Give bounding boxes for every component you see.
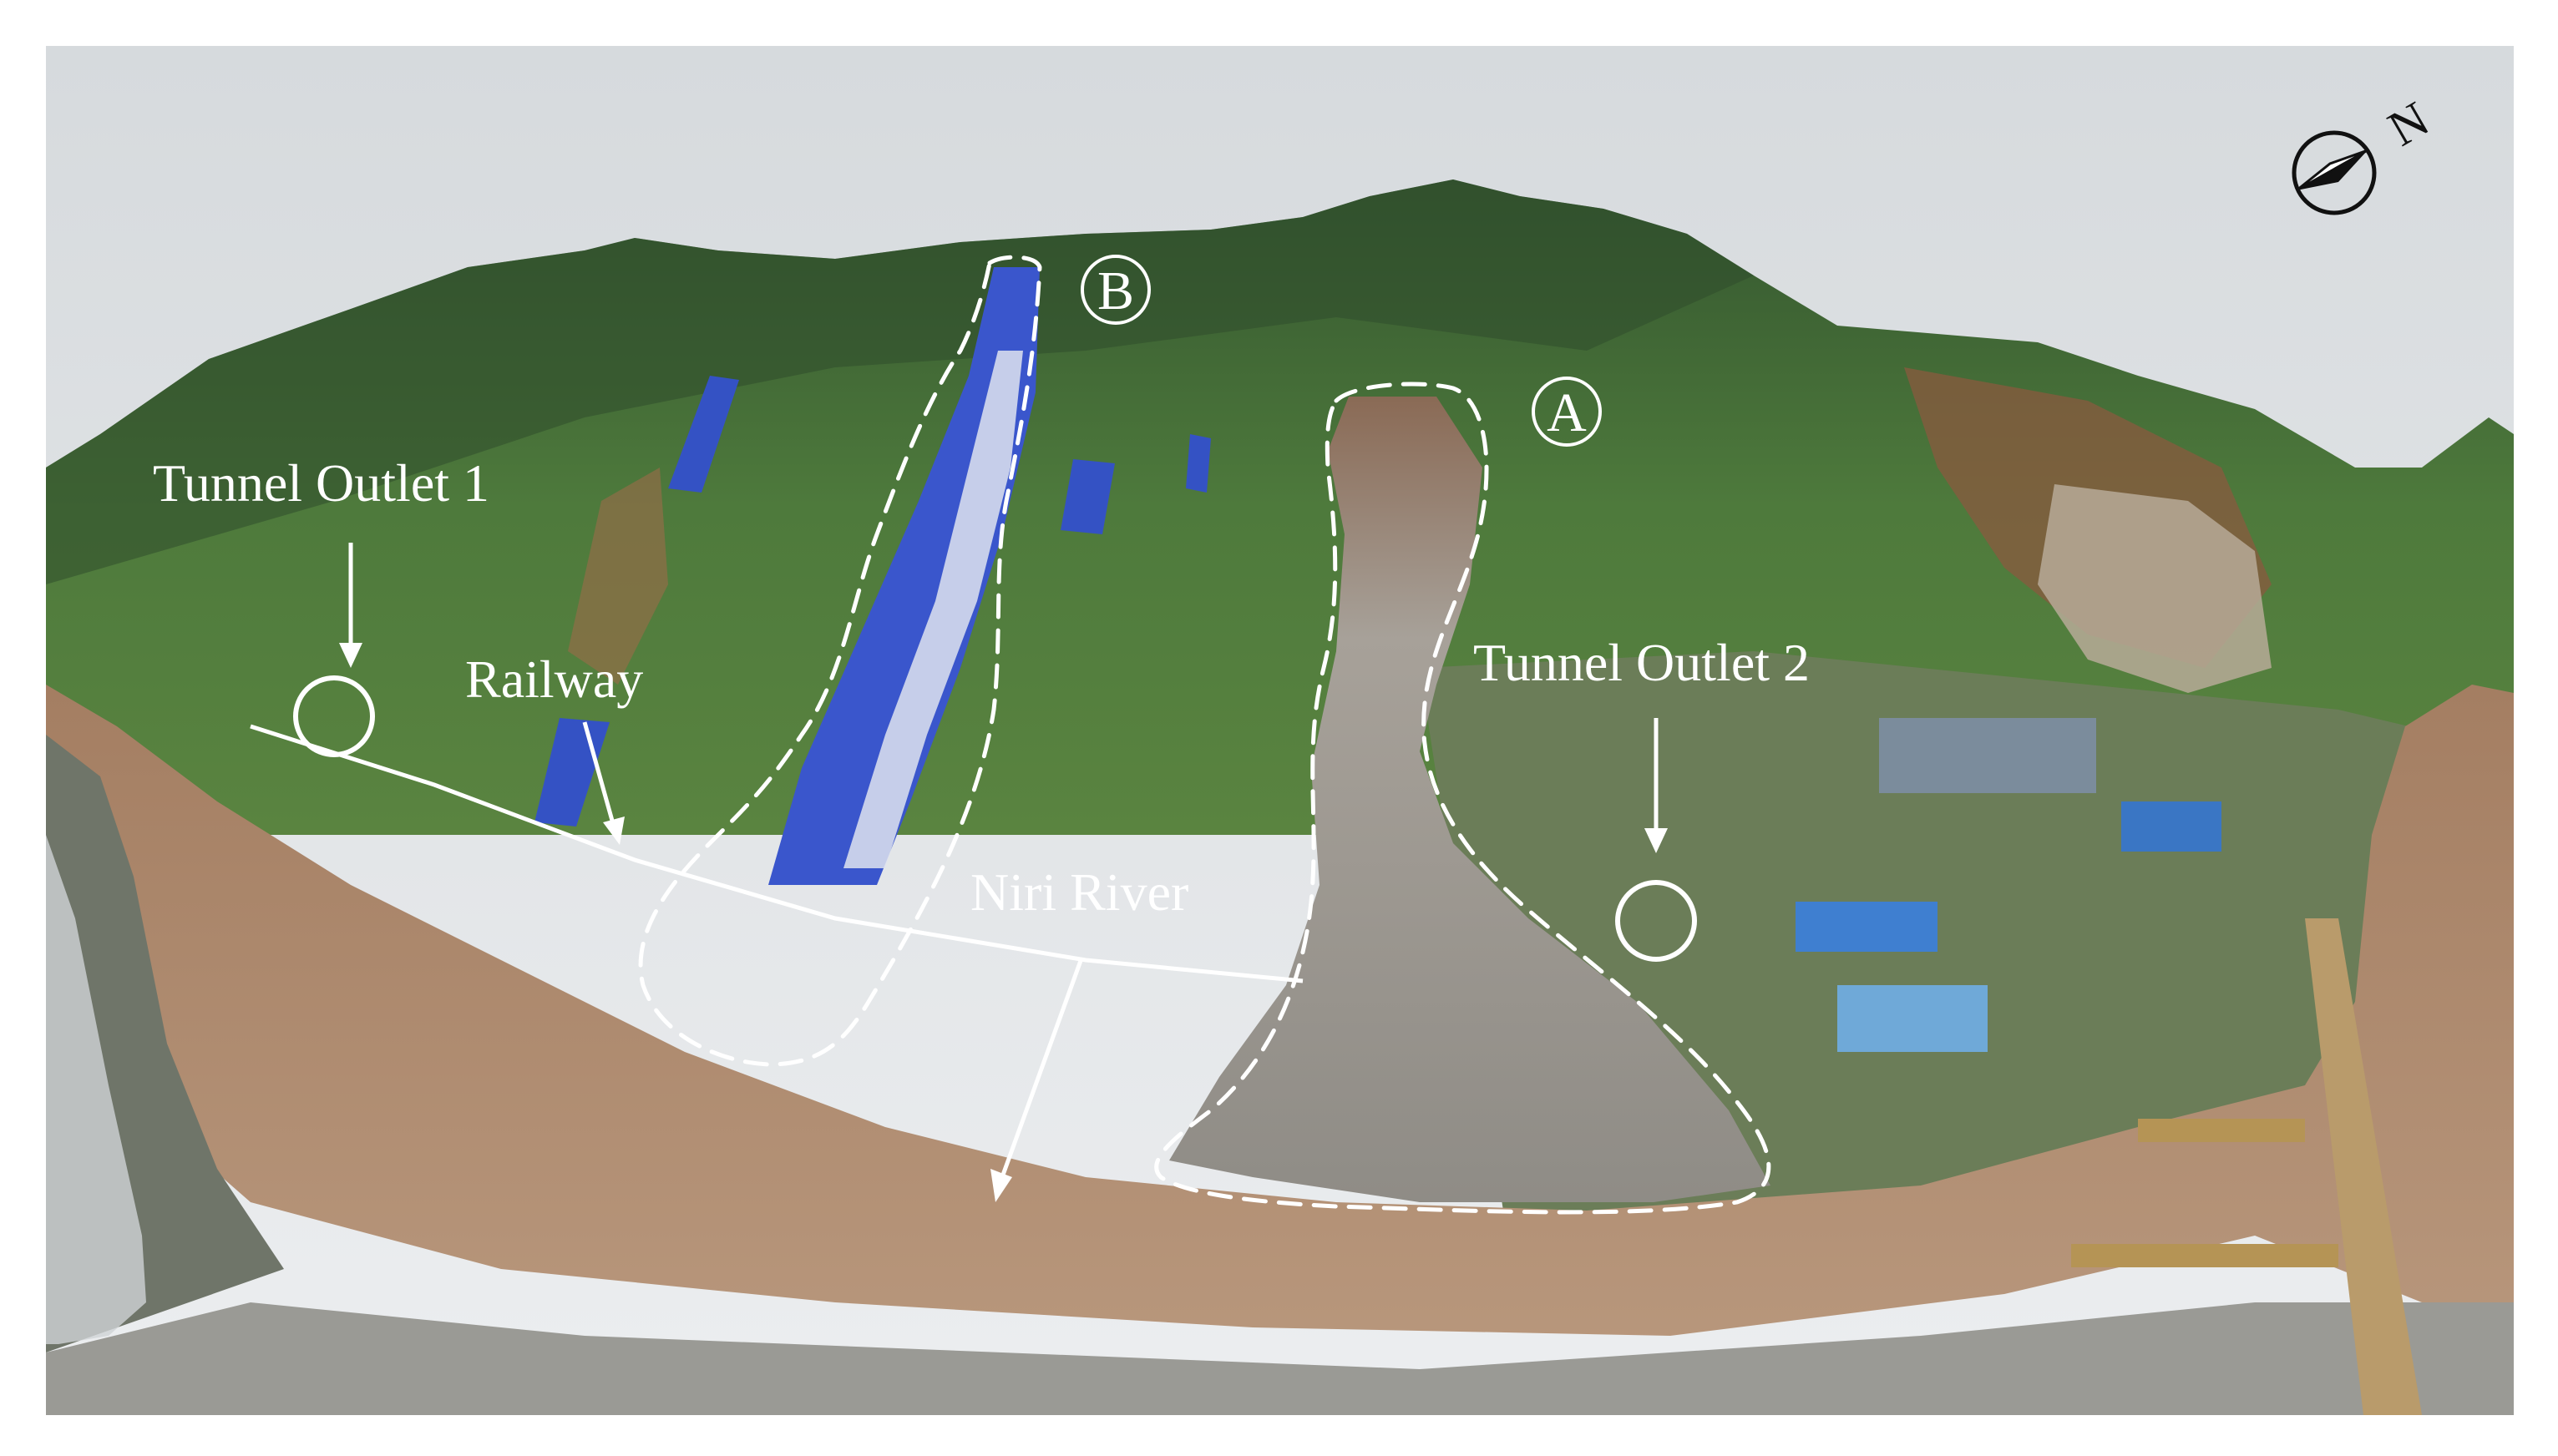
bridge bbox=[2305, 918, 2422, 1415]
tunnel-outlet-1-label: Tunnel Outlet 1 bbox=[153, 453, 489, 513]
outline-zone-a bbox=[1154, 382, 1771, 1215]
arrow-niri-river bbox=[990, 958, 1084, 1202]
zone-a-marker: A bbox=[1532, 377, 1602, 447]
bridge-deck bbox=[2071, 1244, 2338, 1267]
cliff-face bbox=[2038, 484, 2272, 693]
photo-frame: B A Tunnel Outlet 1 Railway Niri River T… bbox=[46, 46, 2514, 1415]
blue-cover-patch bbox=[1061, 459, 1115, 534]
railway-track bbox=[250, 724, 1304, 983]
blue-cover-patch bbox=[1186, 434, 1211, 493]
landslide-debris-a bbox=[1169, 397, 1770, 1202]
building bbox=[1879, 718, 2096, 793]
white-cover-b bbox=[843, 351, 1023, 868]
blue-cover-patch bbox=[668, 376, 739, 493]
zone-b-marker: B bbox=[1081, 255, 1151, 325]
arrow-tunnel-outlet-1 bbox=[339, 543, 362, 668]
railway-label: Railway bbox=[465, 650, 643, 709]
highway bbox=[46, 835, 146, 1344]
building bbox=[1796, 902, 1937, 952]
building bbox=[1837, 985, 1988, 1052]
tunnel-outlet-2-marker bbox=[1615, 880, 1697, 962]
outline-zone-b bbox=[638, 255, 1042, 1067]
arrow-railway bbox=[582, 721, 625, 845]
gravel-bar bbox=[46, 1302, 2514, 1415]
tunnel-outlet-2-label: Tunnel Outlet 2 bbox=[1473, 633, 1810, 692]
zone-a-label: A bbox=[1547, 382, 1587, 443]
bridge-deck bbox=[2138, 1119, 2305, 1142]
building bbox=[2121, 801, 2221, 852]
tunnel-outlet-1-marker bbox=[293, 675, 375, 757]
niri-river-label: Niri River bbox=[970, 862, 1188, 922]
mountain-shadow bbox=[46, 179, 1754, 584]
zone-b-label: B bbox=[1097, 260, 1134, 321]
arrow-tunnel-outlet-2 bbox=[1644, 718, 1668, 853]
niri-river-water bbox=[46, 685, 2514, 1352]
erosion-patch-2 bbox=[568, 468, 668, 685]
blue-cover-b bbox=[768, 267, 1040, 885]
